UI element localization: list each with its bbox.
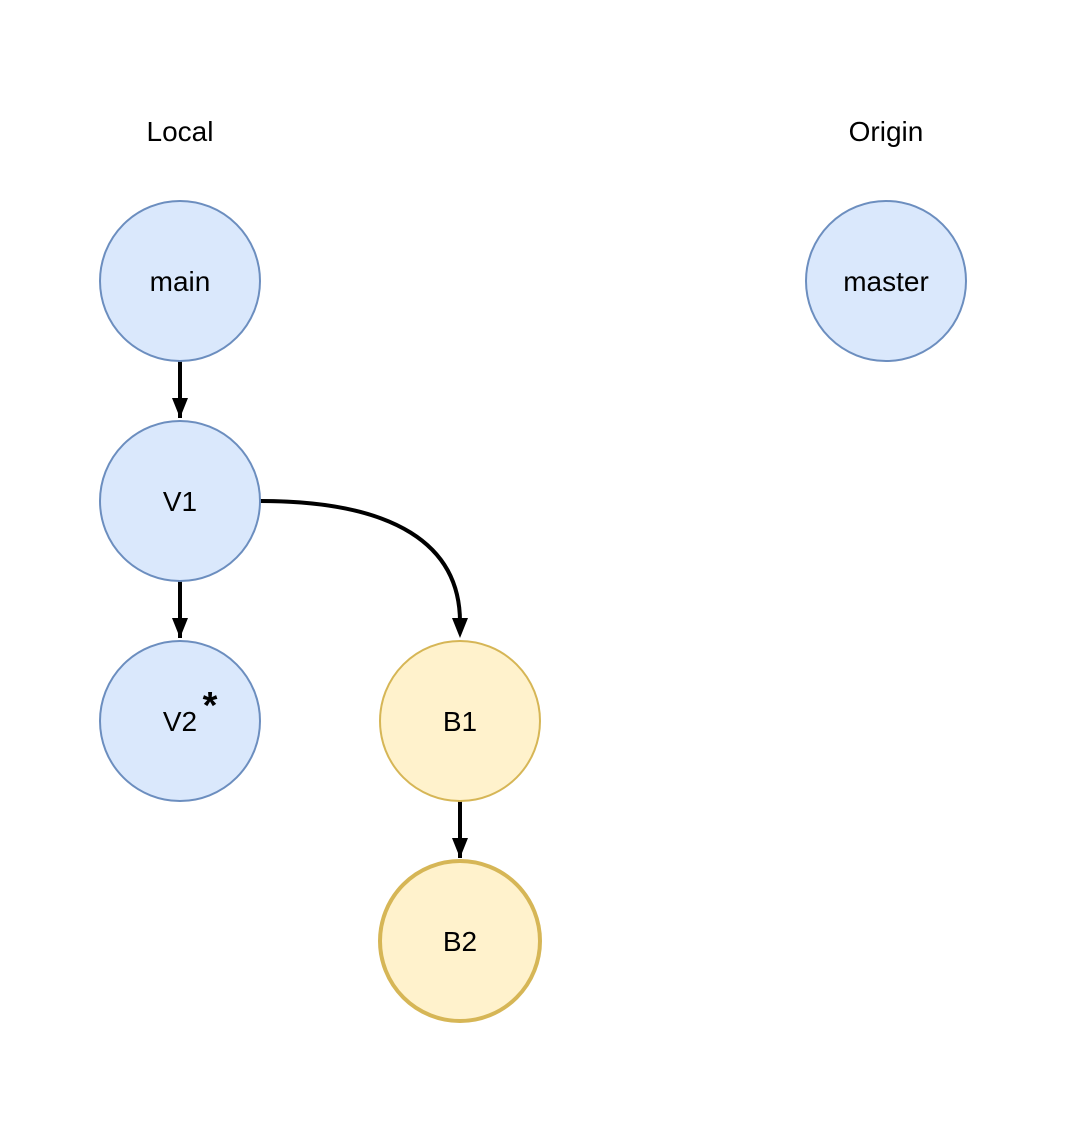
- edge-v1-to-b1: [259, 499, 462, 623]
- arrowhead-main-to-v1: [172, 398, 188, 418]
- node-v1: V1: [99, 420, 261, 582]
- arrowhead-b1-to-b2: [452, 838, 468, 858]
- node-master: master: [805, 200, 967, 362]
- arrowhead-v1-to-b1: [452, 618, 468, 638]
- node-b1: B1: [379, 640, 541, 802]
- node-main: main: [99, 200, 261, 362]
- node-main-label: main: [150, 266, 211, 297]
- node-v2: V2 *: [99, 640, 261, 802]
- origin-heading: Origin: [849, 116, 924, 147]
- node-v1-label: V1: [163, 486, 197, 517]
- local-heading: Local: [147, 116, 214, 147]
- arrowhead-v1-to-v2: [172, 618, 188, 638]
- node-b2-label: B2: [443, 926, 477, 957]
- node-v2-label: V2: [163, 706, 197, 737]
- node-master-label: master: [843, 266, 929, 297]
- node-b2: B2: [378, 859, 542, 1023]
- node-v2-modified-marker: *: [203, 685, 218, 727]
- node-b1-label: B1: [443, 706, 477, 737]
